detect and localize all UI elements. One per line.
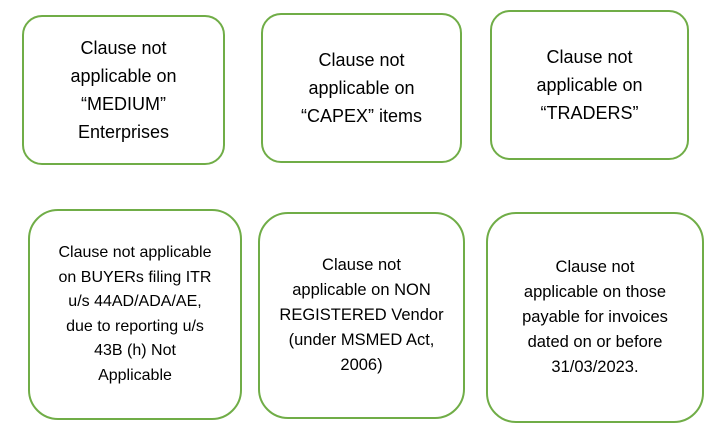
clause-box-traders-text: Clause not applicable on “TRADERS” bbox=[536, 47, 643, 123]
clause-box-medium-enterprises: Clause not applicable on “MEDIUM” Enterp… bbox=[22, 15, 225, 165]
clause-box-traders: Clause not applicable on “TRADERS” bbox=[490, 10, 689, 160]
clause-box-invoices-before-cutoff-text: Clause not applicable on those payable f… bbox=[522, 258, 668, 376]
clause-box-capex-items: Clause not applicable on “CAPEX” items bbox=[261, 13, 462, 163]
clause-box-non-registered-vendor-text: Clause not applicable on NON REGISTERED … bbox=[279, 256, 444, 374]
clause-box-non-registered-vendor: Clause not applicable on NON REGISTERED … bbox=[258, 212, 465, 419]
clause-box-medium-enterprises-text: Clause not applicable on “MEDIUM” Enterp… bbox=[70, 38, 177, 142]
clause-box-buyers-itr: Clause not applicable on BUYERs filing I… bbox=[28, 209, 242, 420]
clause-box-capex-items-text: Clause not applicable on “CAPEX” items bbox=[300, 50, 423, 126]
clause-box-buyers-itr-text: Clause not applicable on BUYERs filing I… bbox=[58, 244, 212, 384]
clause-box-invoices-before-cutoff: Clause not applicable on those payable f… bbox=[486, 212, 704, 423]
